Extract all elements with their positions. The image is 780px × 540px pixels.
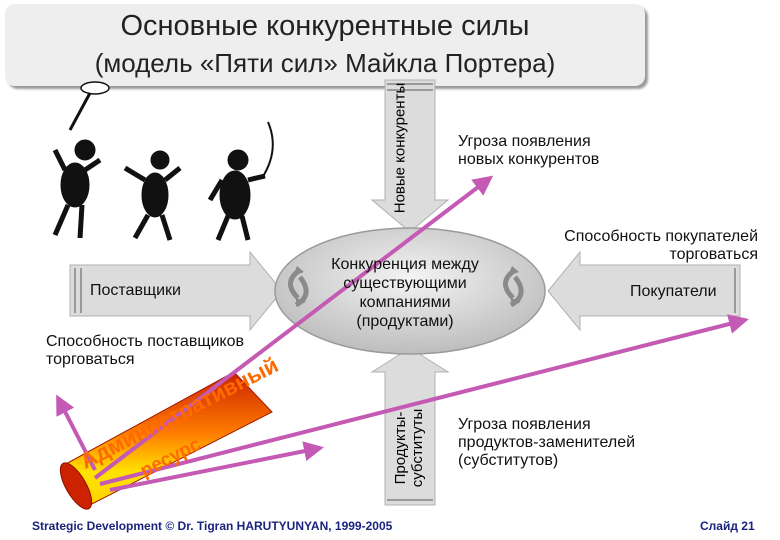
slide-subtitle: (модель «Пяти сил» Майкла Портера) (94, 48, 556, 78)
suppliers-arrow (69, 250, 283, 332)
title-box (5, 4, 645, 86)
slide-title: Основные конкурентные силы (120, 10, 530, 42)
buyers-arrow (547, 250, 741, 332)
cycle-arrows-icon (288, 266, 309, 308)
buyers-label: Покупатели (630, 283, 717, 300)
substitutes-arrow (370, 347, 450, 506)
footer-credit: Strategic Development © Dr. Tigran HARUT… (32, 519, 393, 533)
competition-ellipse (274, 227, 546, 355)
new-entrants-label: Новые конкуренты (391, 82, 409, 214)
cavemen-icon (52, 81, 274, 241)
new-entrants-arrow (370, 79, 450, 233)
suppliers-label: Поставщики (90, 282, 181, 299)
slide-number: Слайд 21 (700, 519, 755, 533)
substitutes-label: Продукты- субституты (392, 408, 426, 488)
cycle-arrows-icon (503, 266, 524, 308)
admin-resource-cylinder (59, 371, 273, 510)
influence-arrows (56, 175, 749, 492)
